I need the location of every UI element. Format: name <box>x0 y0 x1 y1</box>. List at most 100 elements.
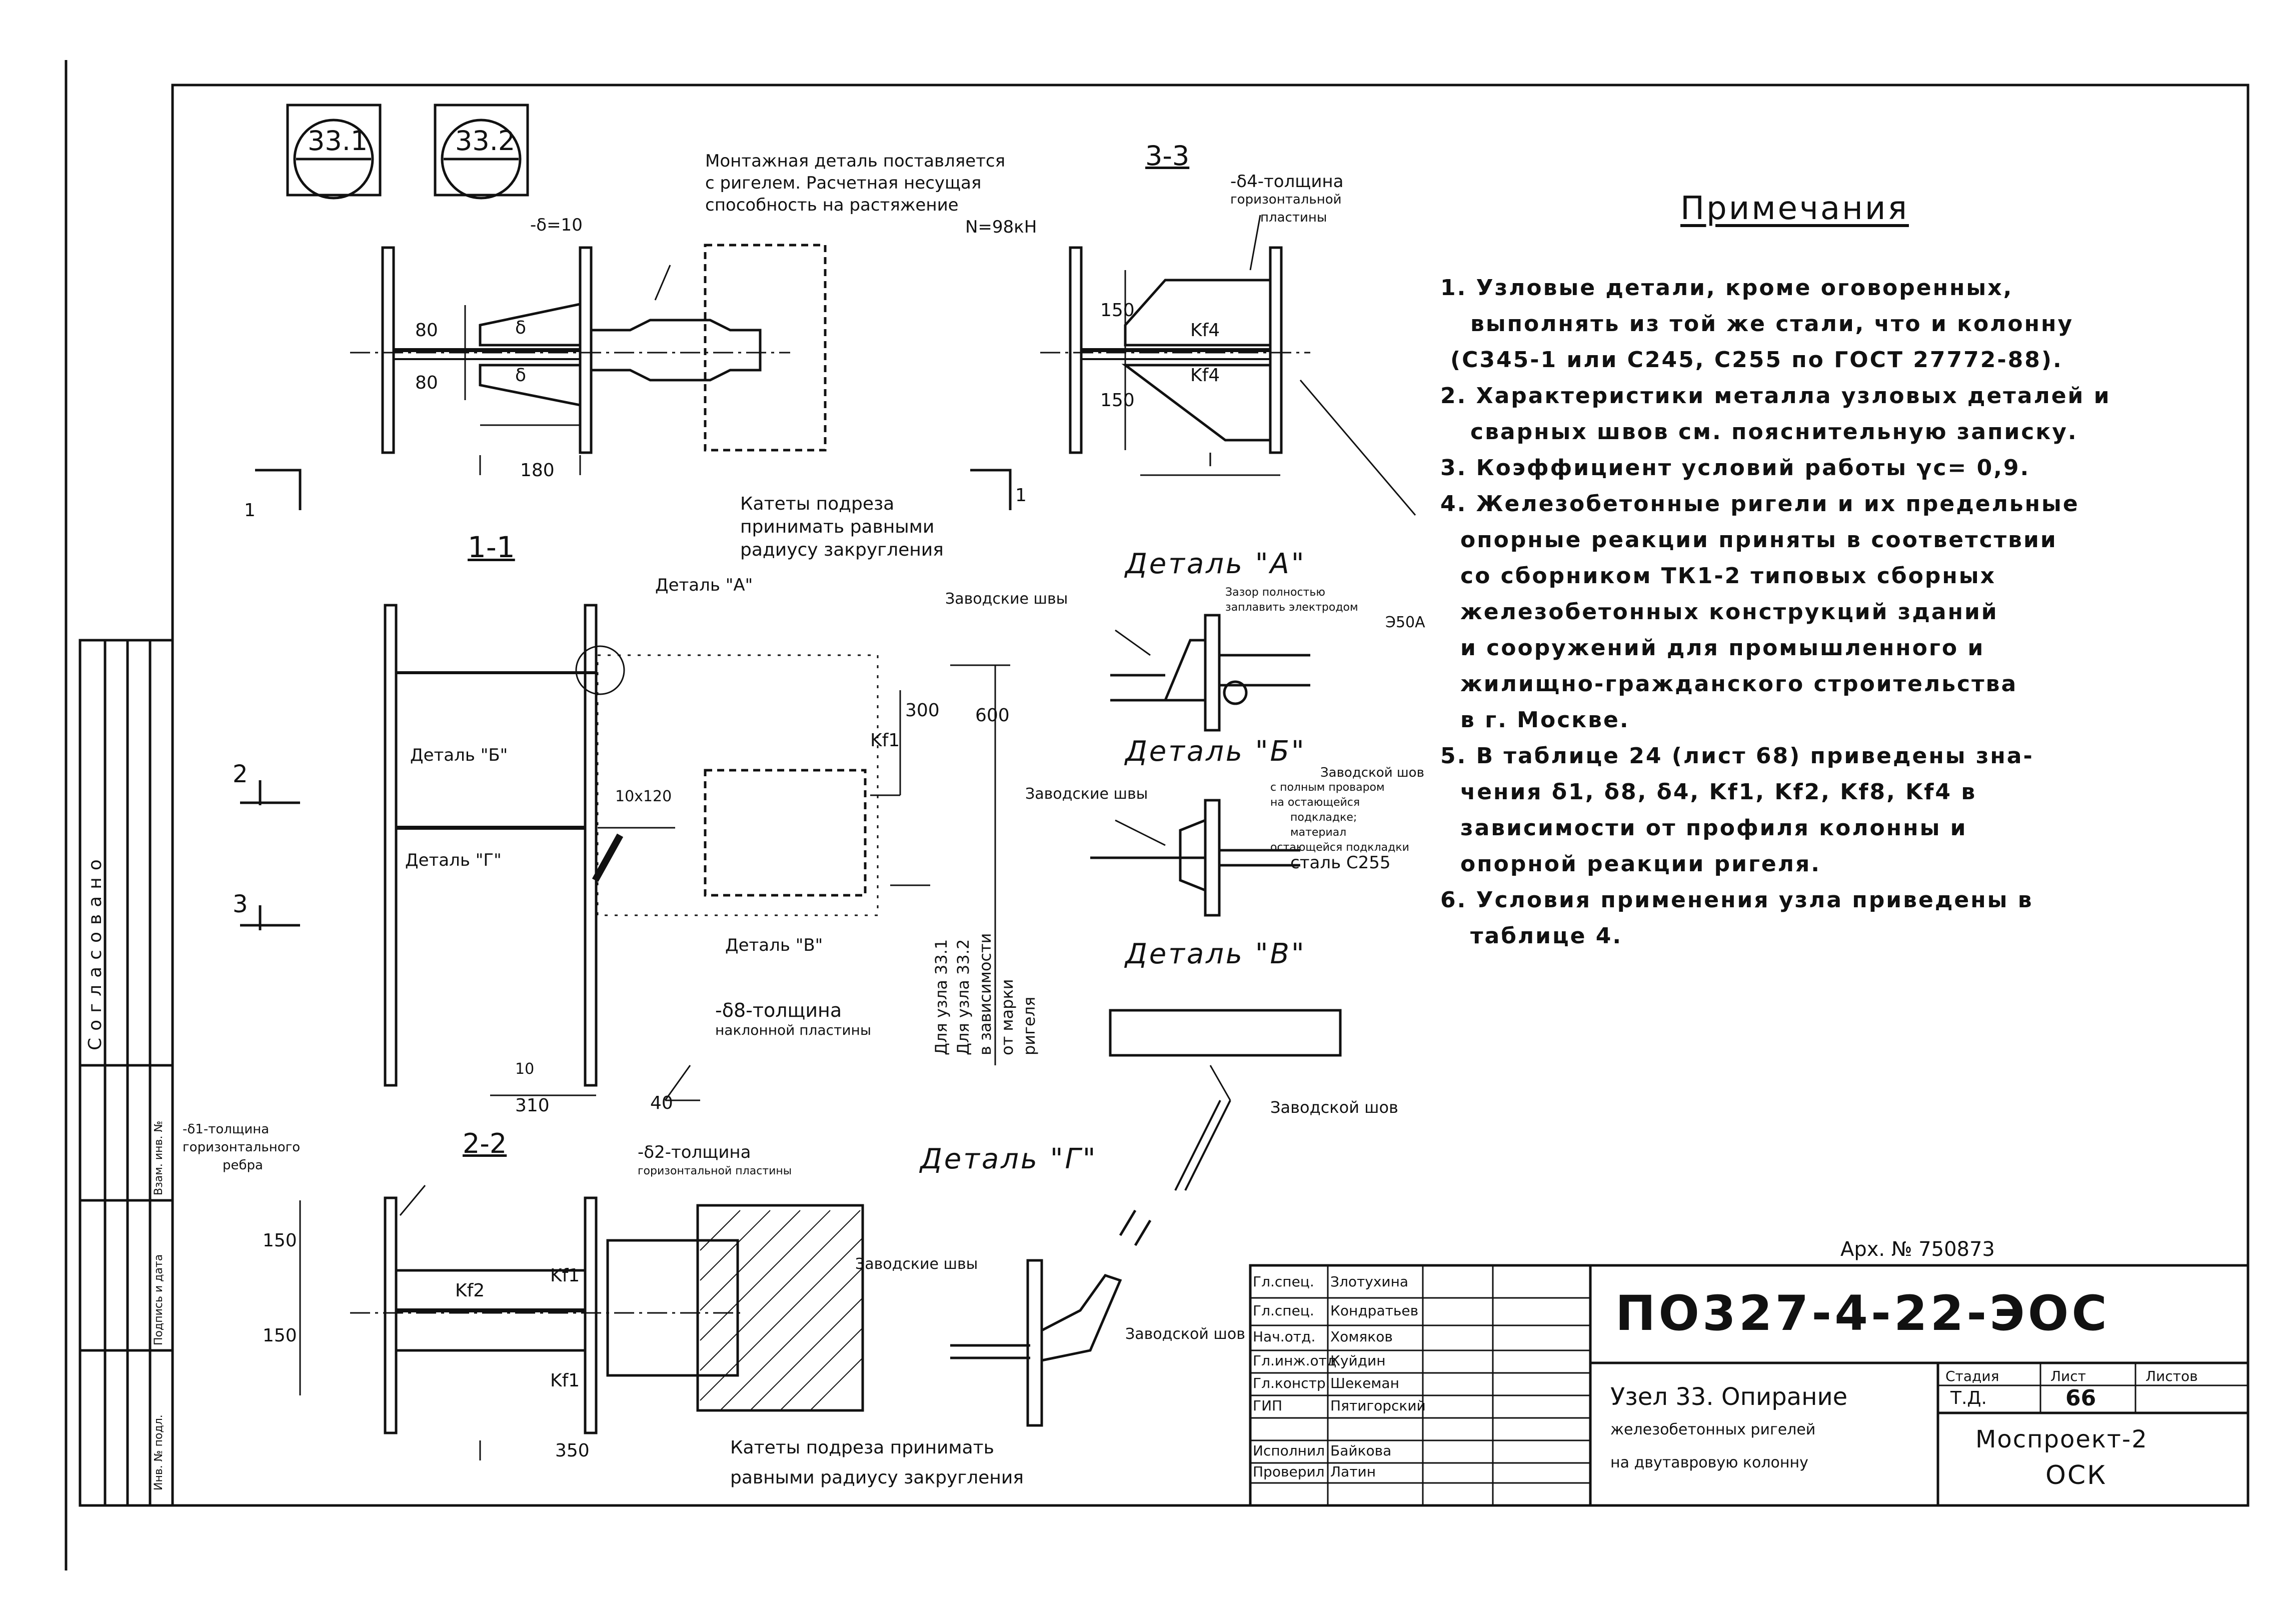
kf1-label: Kf1 <box>870 730 900 751</box>
name-2: Кондратьев <box>1330 1302 1419 1319</box>
note-line-7: 4. Железобетонные ригели и их предельные <box>1440 491 2079 517</box>
delta2-note: -δ2-толщина горизонтальной пластины <box>638 1143 792 1181</box>
dim-180: 180 <box>520 460 555 481</box>
kf1-label-2: Kf1 <box>550 1265 580 1286</box>
kf1-label-3: Kf1 <box>550 1370 580 1391</box>
notes-list: 1. Узловые детали, кроме оговоренных, вы… <box>1440 270 2111 954</box>
strip-col-1: Инв. № подл. <box>153 1414 165 1490</box>
delta1-line-1: -δ1-толщина <box>183 1122 270 1137</box>
title-block-roles: Гл.спец. Гл.спец. Нач.отд. Гл.инж.отд. Г… <box>1253 1270 1341 1481</box>
top-plan-view <box>350 244 827 475</box>
dim-80-bottom: 80 <box>415 373 438 393</box>
role-2: Гл.спец. <box>1253 1302 1314 1319</box>
note-line-9: со сборником ТК1-2 типовых сборных <box>1460 563 1996 589</box>
name-4: Куйдин <box>1330 1352 1386 1369</box>
delta-bottom: δ <box>515 365 527 386</box>
stage-header: Стадия <box>1945 1368 1999 1384</box>
note-line-17: опорной реакции ригеля. <box>1460 851 1821 877</box>
note-line-11: и сооружений для промышленного и <box>1460 635 1985 661</box>
name-3: Хомяков <box>1330 1328 1393 1345</box>
dim-80-top: 80 <box>415 320 438 341</box>
detail-a-weld: Заводские швы <box>945 590 1068 608</box>
note-line-18: 6. Условия применения узла приведены в <box>1440 887 2033 913</box>
dim-150-d: 150 <box>263 1325 297 1346</box>
detail-b-title: Деталь "Б" <box>1125 735 1306 768</box>
detail-a-title: Деталь "А" <box>1125 548 1306 580</box>
note-line-12: жилищно-гражданского строительства <box>1460 671 2018 697</box>
delta8-line-2: наклонной пластины <box>715 1022 871 1038</box>
section-2-2-title: 2-2 <box>463 1128 507 1159</box>
note-line-8: опорные реакции приняты в соответствии <box>1460 527 2057 553</box>
note-line-14: 5. В таблице 24 (лист 68) приведены зна- <box>1440 743 2034 769</box>
name-8: Байкова <box>1330 1442 1392 1459</box>
detail-b-weld: Заводские швы <box>1025 785 1148 803</box>
cut-note-top-line-2: принимать равными <box>740 517 935 537</box>
kf2-label: Kf2 <box>455 1280 485 1301</box>
cut-note-bottom: Катеты подреза принимать равными радиусу… <box>730 1433 1024 1493</box>
cut-note-top-line-3: радиусу закругления <box>740 540 944 560</box>
section-3-3 <box>1040 215 1416 516</box>
mounting-note-line-1: Монтажная деталь поставляется <box>705 151 1006 171</box>
mounting-note-line-2: с ригелем. Расчетная несущая <box>705 173 982 193</box>
sheet-header: Лист <box>2050 1368 2086 1384</box>
cut-note-top-line-1: Катеты подреза <box>740 494 895 514</box>
note-line-4: 2. Характеристики металла узловых детале… <box>1440 383 2111 409</box>
delta2-line-2: горизонтальной пластины <box>638 1165 792 1177</box>
kf4-bottom: Kf4 <box>1190 365 1220 386</box>
drawing-title-line-2: железобетонных ригелей <box>1610 1421 1816 1438</box>
detail-b-note: Заводской шов с полным проваром на остаю… <box>1270 765 1424 871</box>
note-line-1: 1. Узловые детали, кроме оговоренных, <box>1440 275 2013 301</box>
section-1-1 <box>384 604 1010 1101</box>
note-line-5: сварных швов см. пояснительную записку. <box>1470 419 2078 445</box>
dim-310: 310 <box>515 1095 550 1116</box>
detail-b-note-line-6: остающейся подкладки <box>1270 841 1409 854</box>
dim-150-b: 150 <box>1100 390 1135 411</box>
node-mark-box-1 <box>286 104 382 197</box>
title-block-lines <box>1249 1264 2249 1507</box>
delta1-note: -δ1-толщина горизонтального ребра <box>183 1120 300 1174</box>
delta1-line-2: горизонтального <box>183 1140 301 1155</box>
vertical-note-line-3: в зависимости <box>976 933 995 1055</box>
note-line-13: в г. Москве. <box>1460 707 1630 733</box>
detail-a-note-line-3: Э50А <box>1385 614 1425 631</box>
detail-b <box>1090 799 1300 917</box>
delta10-label: -δ=10 <box>530 215 583 235</box>
mounting-note-line-4: N=98кН <box>965 217 1037 237</box>
detail-v-reference: Деталь "В" <box>725 935 823 955</box>
name-7 <box>1330 1417 1426 1439</box>
drawing-title-line-3: на двутавровую колонну <box>1610 1454 1808 1471</box>
detail-a-reference: Деталь "А" <box>655 575 753 595</box>
document-code: ПО327-4-22-ЭОС <box>1615 1285 2110 1341</box>
delta-top: δ <box>515 318 527 338</box>
dim-300: 300 <box>905 700 940 721</box>
note-line-2: выполнять из той же стали, что и колонну <box>1470 311 2074 337</box>
role-1: Гл.спец. <box>1253 1273 1314 1290</box>
detail-b-note-line-4: подкладке; <box>1290 811 1357 824</box>
delta4-note: -δ4-толщина горизонтальной пластины <box>1230 173 1344 227</box>
note-line-19: таблице 4. <box>1470 923 1623 949</box>
delta4-line-3: пластины <box>1260 210 1327 225</box>
vertical-note-line-1: Для узла 33.1 <box>932 939 951 1055</box>
detail-g-reference: Деталь "Г" <box>405 850 502 870</box>
drawing-title: Узел 33. Опирание железобетонных ригелей… <box>1610 1380 1847 1479</box>
section-mark-1-right-label: 1 <box>1015 485 1027 506</box>
section-mark-3-label: 3 <box>233 890 248 918</box>
detail-b-note-line-2: с полным проваром <box>1270 781 1385 794</box>
vertical-note-line-5: ригеля <box>1020 996 1039 1055</box>
name-6: Пятигорский <box>1330 1397 1426 1414</box>
dim-150-a: 150 <box>1100 300 1135 321</box>
detail-a-note: Зазор полностью заплавить электродом Э50… <box>1225 585 1425 630</box>
detail-g-weld-2: Заводской шов <box>1125 1325 1245 1343</box>
notes-title: Примечания <box>1680 190 1909 227</box>
node-mark-33-2: 33.2 <box>455 125 516 157</box>
dim-10: 10 <box>515 1060 535 1078</box>
vertical-note: Для узла 33.1 Для узла 33.2 в зависимост… <box>930 933 1040 1055</box>
detail-b-note-line-3: на остающейся <box>1270 796 1360 809</box>
dim-10x120: 10х120 <box>615 788 672 805</box>
detail-b-reference: Деталь "Б" <box>410 745 508 765</box>
role-5: Гл.констр. <box>1253 1375 1330 1391</box>
role-6: ГИП <box>1253 1397 1283 1414</box>
mounting-note-line-3: способность на растяжение <box>705 195 959 215</box>
archive-number: Арх. № 750873 <box>1840 1238 1995 1261</box>
